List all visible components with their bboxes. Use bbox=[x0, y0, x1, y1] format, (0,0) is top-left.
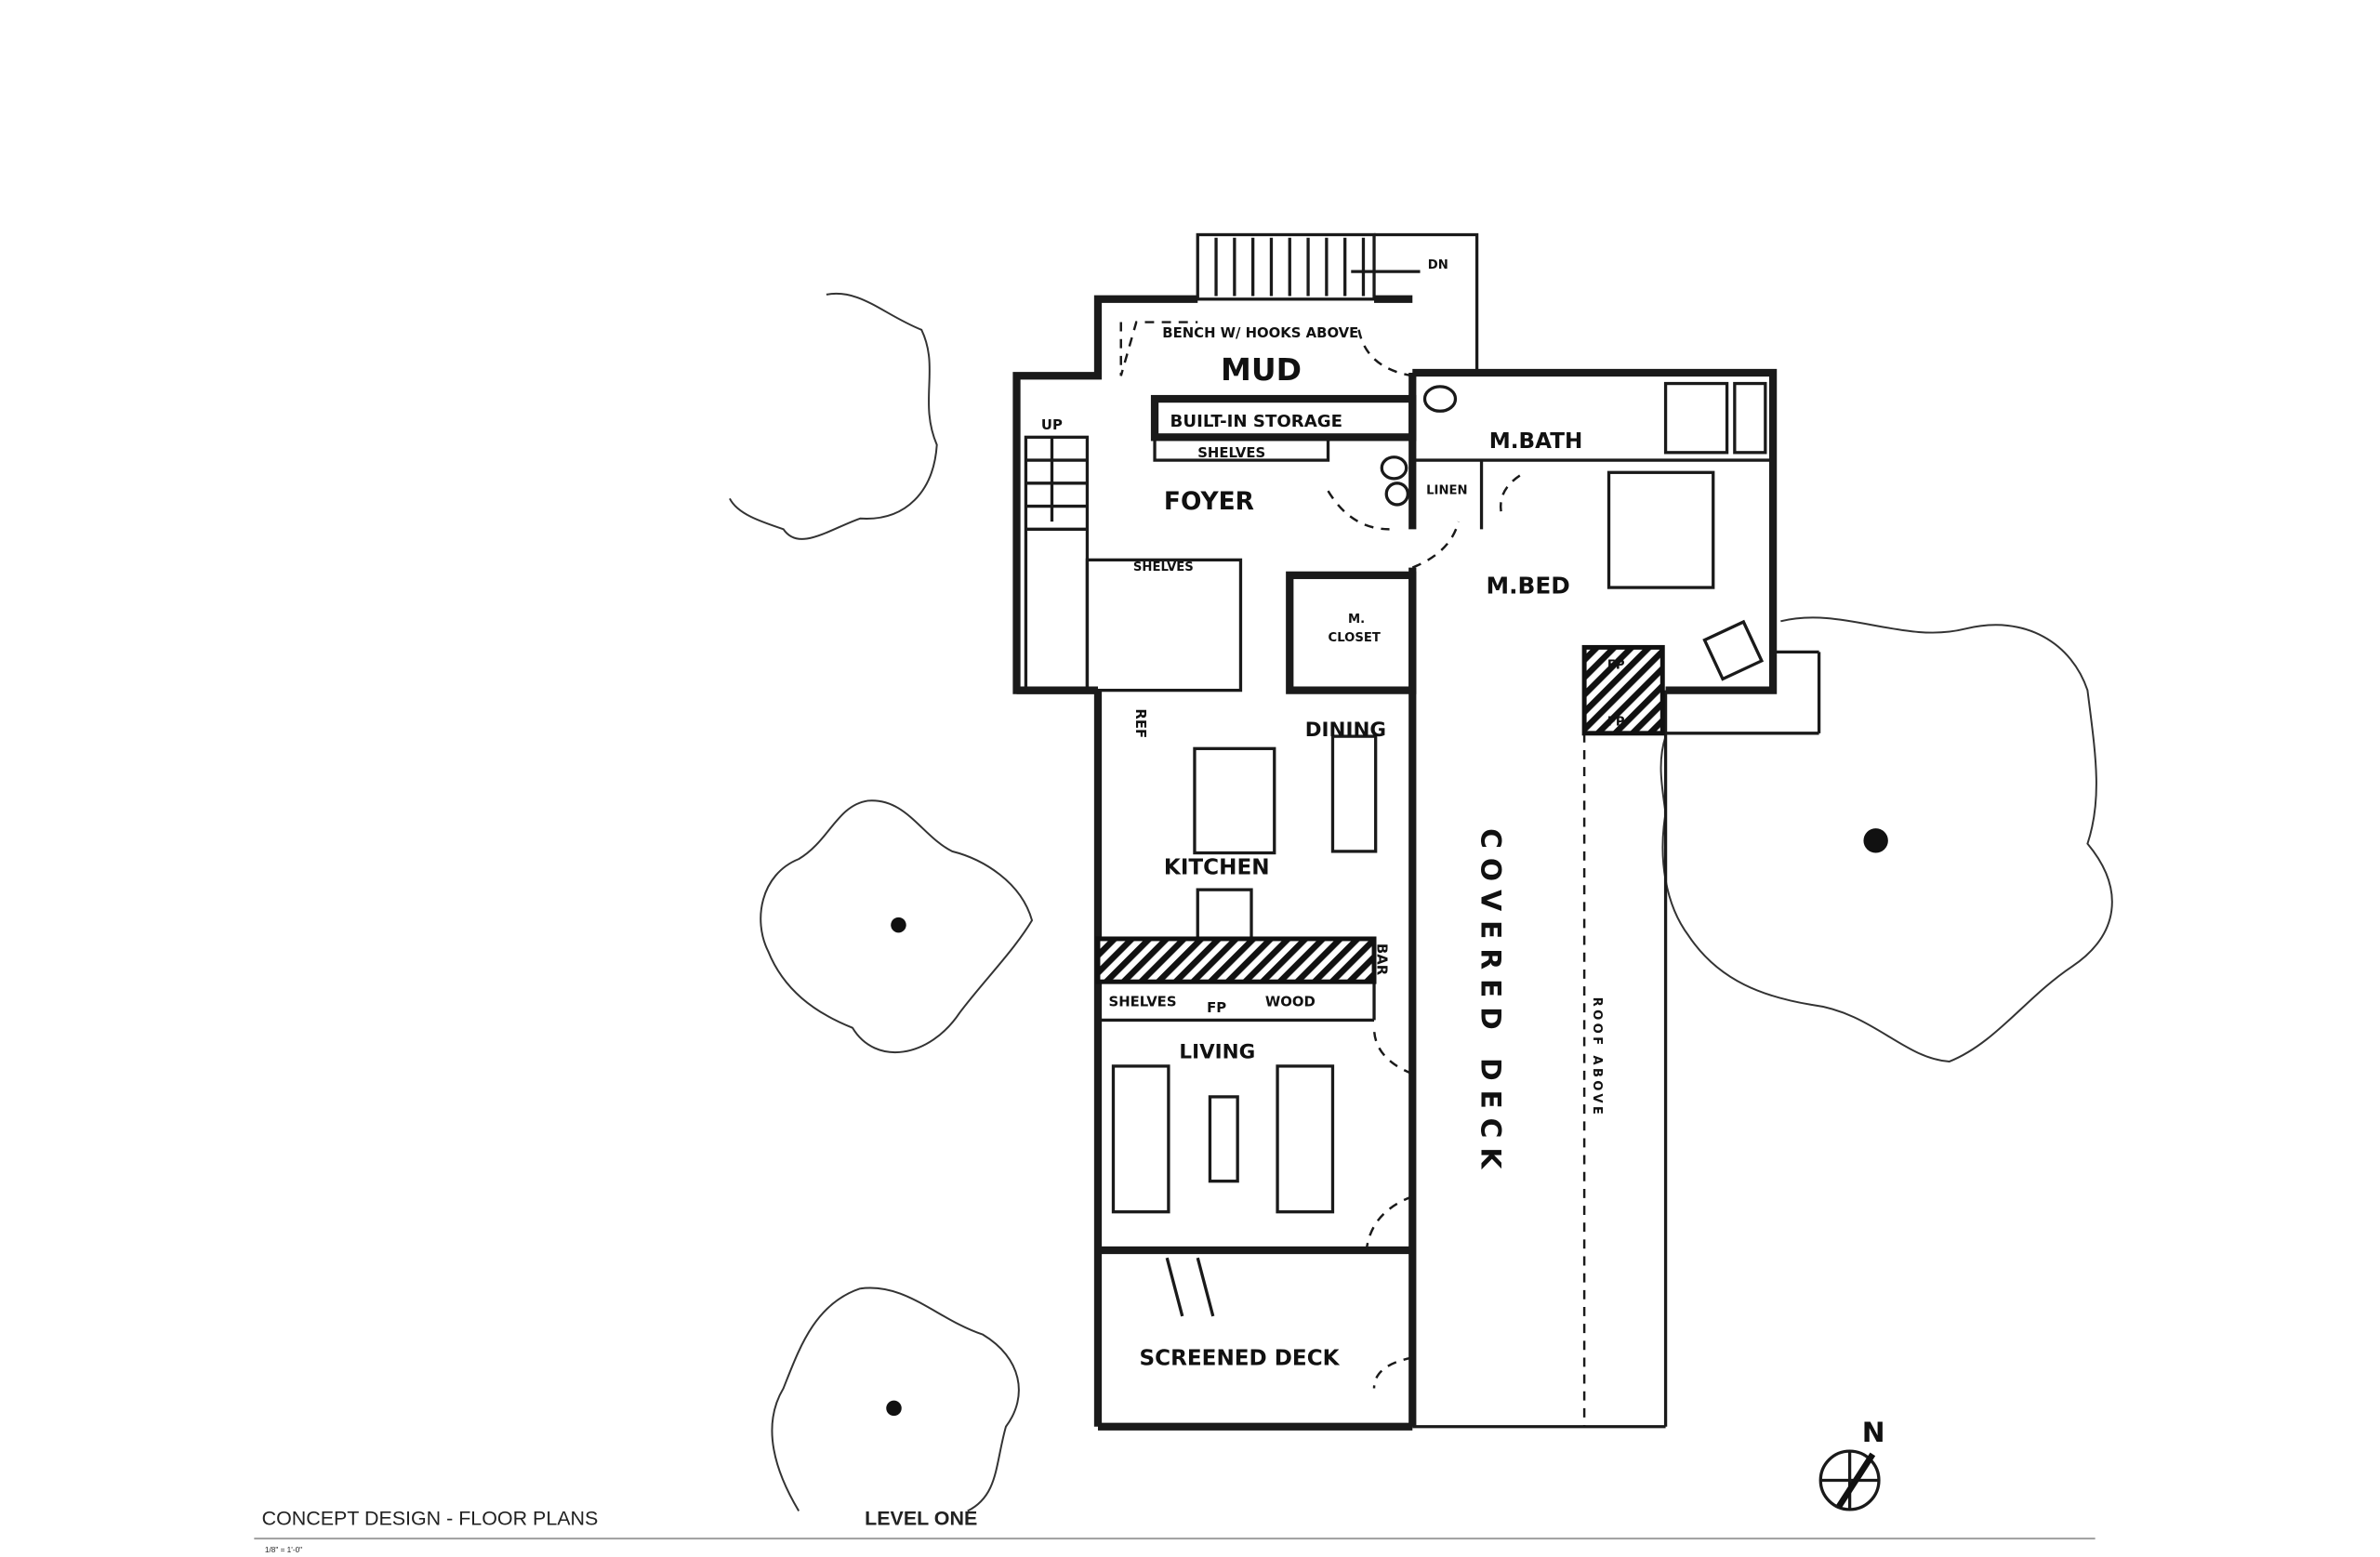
exterior-stair bbox=[1196, 232, 1479, 374]
shelves-mud bbox=[1153, 435, 1330, 462]
bed bbox=[1606, 470, 1715, 589]
tree-trunk-icon bbox=[886, 1400, 902, 1417]
kitchen-island bbox=[1193, 746, 1276, 855]
label-screened-deck: SCREENED DECK bbox=[1140, 1347, 1341, 1371]
label-fp-bottom: FP bbox=[1607, 716, 1625, 730]
scale-label: 1/8" = 1'-0" bbox=[265, 1546, 302, 1554]
door-swing bbox=[1372, 1027, 1413, 1075]
interior-stair bbox=[1024, 435, 1090, 693]
sofa-right bbox=[1276, 1064, 1335, 1214]
label-built-in-storage: BUILT-IN STORAGE bbox=[1170, 412, 1343, 431]
label-foyer: FOYER bbox=[1164, 487, 1254, 516]
label-roof-above: ROOF ABOVE bbox=[1590, 997, 1604, 1118]
door-swing bbox=[1357, 329, 1413, 377]
door-swing bbox=[1499, 474, 1521, 515]
sink bbox=[1384, 482, 1409, 507]
toilet bbox=[1380, 455, 1408, 481]
door-swing bbox=[1365, 1195, 1413, 1251]
dining-table bbox=[1330, 734, 1378, 853]
label-ref: REF bbox=[1132, 708, 1149, 738]
label-covered-deck: COVERED DECK bbox=[1474, 828, 1507, 1178]
label-fp-top: FP bbox=[1607, 659, 1625, 673]
tree-trunk-icon bbox=[1863, 828, 1888, 853]
label-linen: LINEN bbox=[1426, 483, 1467, 497]
label-mbath: M.BATH bbox=[1489, 429, 1583, 454]
label-shelves-kitchen: SHELVES bbox=[1133, 561, 1194, 574]
tree-top-left bbox=[729, 292, 938, 540]
label-mcloset-2: CLOSET bbox=[1329, 631, 1381, 645]
walls bbox=[1012, 295, 1821, 1431]
label-mud: MUD bbox=[1221, 351, 1302, 388]
label-mbed: M.BED bbox=[1486, 573, 1569, 600]
tree-trunk-icon bbox=[891, 917, 906, 933]
tree-bottom-left bbox=[771, 1287, 1020, 1512]
label-fp-living: FP bbox=[1207, 999, 1226, 1016]
label-north: N bbox=[1862, 1417, 1885, 1449]
label-bar: BAR bbox=[1373, 943, 1390, 976]
label-mcloset-1: M. bbox=[1348, 613, 1365, 627]
shower bbox=[1663, 381, 1729, 455]
label-wood: WOOD bbox=[1265, 994, 1316, 1010]
label-kitchen: KITCHEN bbox=[1164, 856, 1270, 880]
tree-middle-left bbox=[760, 799, 1034, 1053]
label-shelves-mud: SHELVES bbox=[1197, 444, 1265, 461]
label-bench: BENCH W/ HOOKS ABOVE bbox=[1162, 324, 1358, 341]
door-swing bbox=[1327, 490, 1390, 531]
door-swing bbox=[1372, 1356, 1413, 1389]
bathtub bbox=[1733, 381, 1767, 455]
label-shelves-living: SHELVES bbox=[1109, 994, 1177, 1010]
sheet-title: CONCEPT DESIGN - FLOOR PLANS bbox=[262, 1507, 599, 1529]
fireplace-wall-hatch bbox=[1095, 936, 1377, 984]
level-label: LEVEL ONE bbox=[865, 1507, 977, 1529]
door-swing bbox=[1411, 521, 1460, 569]
tree-right bbox=[1659, 616, 2113, 1062]
exterior-fireplace-hatch bbox=[1581, 644, 1665, 736]
label-dining: DINING bbox=[1305, 719, 1386, 742]
label-living: LIVING bbox=[1179, 1041, 1255, 1064]
chair bbox=[1702, 619, 1765, 681]
sofa-left bbox=[1111, 1064, 1170, 1214]
range bbox=[1196, 888, 1253, 941]
label-up: UP bbox=[1041, 416, 1063, 433]
label-dn: DN bbox=[1428, 258, 1448, 272]
coffee-table bbox=[1208, 1095, 1239, 1183]
north-arrow-icon bbox=[1818, 1449, 1881, 1511]
toilet bbox=[1422, 385, 1458, 413]
